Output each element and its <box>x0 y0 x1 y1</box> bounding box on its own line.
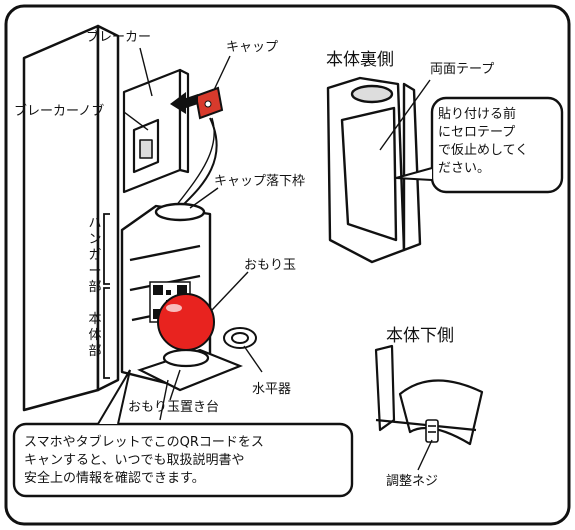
weight-stand-label: おもり玉置き台 <box>128 400 220 415</box>
level-icon <box>223 327 257 349</box>
cap-label: キャップ <box>226 40 279 55</box>
level-label: 水平器 <box>252 382 292 397</box>
breaker-knob-label: ブレーカーノブ <box>14 104 105 119</box>
breaker-knob <box>139 139 153 159</box>
back-plate <box>326 76 422 264</box>
adjust-screw-icon <box>425 419 439 443</box>
body-back-label: 本体裏側 <box>326 50 394 70</box>
tape-note-box <box>430 96 564 194</box>
body-bottom-label: 本体下側 <box>386 326 454 346</box>
tape-note-text: 貼り付ける前 にセロテープ で仮止めしてく ださい。 <box>438 107 529 176</box>
screw-leader <box>417 439 433 471</box>
adjust-screw-label: 調整ネジ <box>386 474 439 489</box>
breaker-box <box>122 68 190 194</box>
breaker-label: ブレーカー <box>86 30 152 45</box>
leader-lines <box>123 47 263 421</box>
body-part-label: 本 体 部 <box>88 312 102 359</box>
arrow-icon <box>170 92 198 114</box>
outer-frame <box>4 4 571 526</box>
weight-ball-label: おもり玉 <box>244 258 297 273</box>
hanger-bracket <box>103 213 110 379</box>
hanger-part-label: ハ ン ガ ー 部 <box>88 216 102 295</box>
weight-ball <box>157 293 215 351</box>
double-tape-label: 両面テープ <box>430 62 495 77</box>
cap-icon <box>170 86 224 120</box>
cap-drop-frame <box>154 202 206 222</box>
wall-panel <box>22 24 120 412</box>
qr-note-box <box>12 422 354 498</box>
cap-drop-frame-label: キャップ落下枠 <box>214 174 306 189</box>
tape-leader <box>379 79 431 151</box>
qr-note-text: スマホやタブレットでこのQRコードをス キャンすると、いつでも取扱説明書や 安全… <box>24 435 264 486</box>
